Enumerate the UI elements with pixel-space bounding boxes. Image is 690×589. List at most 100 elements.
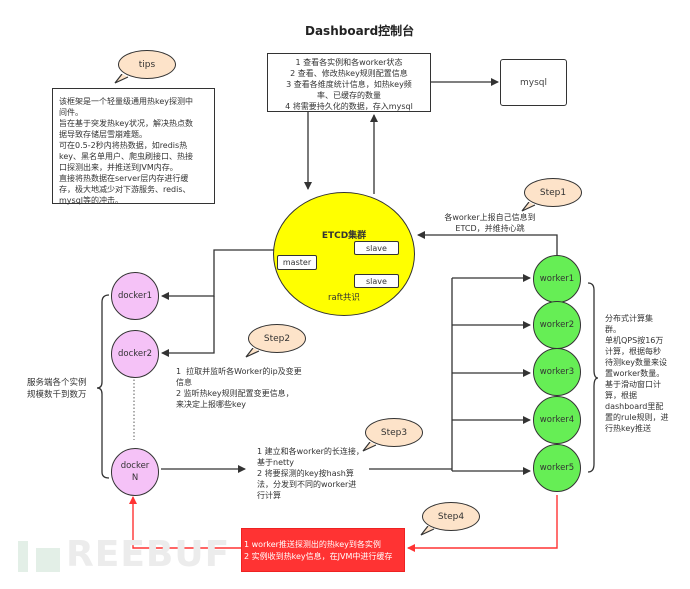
dockers-note-line: 服务端各个实例 bbox=[27, 378, 87, 388]
docker-node-1: docker1 bbox=[111, 272, 159, 320]
worker-node-1: worker1 bbox=[533, 255, 581, 303]
workers-note-line: dashboard里配 bbox=[605, 402, 664, 411]
step1-bubble-tail bbox=[521, 202, 536, 212]
workers-note-line: 算，根据 bbox=[605, 391, 637, 400]
worker-label: worker5 bbox=[539, 463, 575, 473]
workers-note-line: 计算，根据每秒 bbox=[605, 347, 661, 356]
slave-label: slave bbox=[366, 276, 387, 286]
dashboard-line: 4 将需要持久化的数据，存入mysql bbox=[285, 102, 413, 111]
step4-box: 1 worker推送探测出的热key到各实例 2 实例收到热key信息，在JVM… bbox=[241, 528, 405, 572]
workers-note-line: 群。 bbox=[605, 325, 621, 334]
step2-line: 2 监听热key规则配置变更信息， bbox=[176, 389, 294, 398]
step4-line: 1 worker推送探测出的热key到各实例 bbox=[244, 540, 381, 549]
etcd-master-node: master bbox=[277, 255, 317, 270]
etcd-title: ETCD集群 bbox=[321, 231, 367, 241]
step2-bubble: Step2 bbox=[248, 324, 306, 353]
step4-line: 2 实例收到热key信息，在JVM中进行缓存 bbox=[244, 552, 393, 561]
step2-line: 1 拉取并监听各Worker的ip及变更 bbox=[176, 367, 302, 376]
step1-line: ETCD，并维持心跳 bbox=[455, 224, 525, 233]
workers-note-line: 置的rule规则，进 bbox=[605, 413, 669, 422]
dashboard-line: 1 查看各实例和各worker状态 bbox=[295, 58, 403, 67]
tips-line: 可在0.5-2秒内将热数据，如redis热 bbox=[59, 141, 188, 150]
worker-node-3: worker3 bbox=[533, 348, 581, 396]
step2-note: 1 拉取并监听各Worker的ip及变更 信息 2 监听热key规则配置变更信息… bbox=[176, 366, 302, 410]
worker-label: worker1 bbox=[539, 274, 575, 284]
worker-label: worker3 bbox=[539, 367, 575, 377]
worker-label: worker4 bbox=[539, 415, 575, 425]
tips-line: 口探测出来，并推送到JVM内存。 bbox=[59, 163, 178, 172]
step3-line: 1 建立和各worker的长连接， bbox=[257, 447, 364, 456]
dashboard-box: 1 查看各实例和各worker状态 2 查看、修改热key规则配置信息 3 查看… bbox=[267, 53, 431, 112]
tips-line: 直接将热数据在server层内存进行缓 bbox=[59, 174, 189, 183]
docker-node-n: docker N bbox=[111, 448, 159, 496]
docker-label-n: N bbox=[131, 473, 139, 483]
workers-note-line: 行热key推送 bbox=[605, 424, 652, 433]
dockers-note: 服务端各个实例 规模数千到数万 bbox=[27, 377, 87, 401]
step1-line: 各worker上报自己信息到 bbox=[444, 213, 536, 222]
step2-bubble-tail bbox=[245, 348, 260, 358]
arrow-etcd-to-docker2 bbox=[161, 296, 215, 357]
dockers-note-line: 规模数千到数万 bbox=[27, 390, 87, 400]
mysql-label: mysql bbox=[520, 77, 547, 88]
step3-bubble: Step3 bbox=[365, 418, 423, 447]
step4-bubble: Step4 bbox=[422, 502, 480, 531]
step1-note: 各worker上报自己信息到 ETCD，并维持心跳 bbox=[440, 212, 540, 234]
watermark: REEBUF bbox=[66, 534, 231, 575]
tips-bubble-tail bbox=[114, 74, 129, 84]
etcd-slave-node: slave bbox=[354, 274, 399, 288]
arrow-worker-to-etcd bbox=[417, 231, 558, 257]
slave-label: slave bbox=[366, 243, 387, 253]
dockers-brace bbox=[96, 294, 110, 479]
dashboard-line: 2 查看、修改热key规则配置信息 bbox=[290, 69, 408, 78]
workers-brace bbox=[587, 282, 599, 473]
tips-bubble-label: tips bbox=[138, 59, 156, 70]
etcd-raft-label: raft共识 bbox=[328, 293, 360, 303]
workers-note-line: 分布式计算集 bbox=[605, 314, 653, 323]
docker-label: docker2 bbox=[117, 349, 153, 359]
etcd-cluster: ETCD集群 raft共识 bbox=[273, 192, 415, 316]
tips-box: 该框架是一个轻量级通用热key探测中 间件。 旨在基于突发热key状况，解决热点… bbox=[52, 88, 215, 205]
worker-node-4: worker4 bbox=[533, 396, 581, 444]
docker-node-2: docker2 bbox=[111, 330, 159, 378]
tips-line: 该框架是一个轻量级通用热key探测中 bbox=[59, 97, 194, 106]
dashboard-line: 3 查看各维度统计信息，如热key频 bbox=[286, 80, 412, 89]
tips-line: 存，极大地减少对下游服务、redis、 bbox=[59, 185, 191, 194]
arrow-etcd-to-docker1 bbox=[161, 249, 276, 300]
docker-label: docker1 bbox=[117, 291, 153, 301]
step1-label: Step1 bbox=[539, 187, 567, 198]
step3-line: 法，分发到不同的worker进 bbox=[257, 480, 357, 489]
tips-line: mysql等的冲击。 bbox=[59, 196, 123, 205]
workers-note-line: 待测key数量来设 bbox=[605, 358, 668, 367]
step2-line: 来决定上报哪些key bbox=[176, 400, 247, 409]
step2-line: 信息 bbox=[176, 378, 192, 387]
arrow-worker5-to-step4 bbox=[407, 495, 558, 552]
mysql-box: mysql bbox=[500, 59, 567, 106]
diagram-title: Dashboard控制台 bbox=[305, 24, 415, 38]
etcd-slave-node: slave bbox=[354, 241, 399, 255]
dashboard-line: 率、已缓存的数量 bbox=[317, 91, 381, 100]
arrow-step4-to-dockerN bbox=[129, 496, 241, 549]
step4-label: Step4 bbox=[437, 511, 465, 522]
workers-note-line: 单机QPS按16万 bbox=[605, 336, 664, 345]
watermark-logo-bar bbox=[36, 548, 60, 572]
worker-node-2: worker2 bbox=[533, 301, 581, 349]
master-label: master bbox=[282, 258, 312, 267]
tips-line: 旨在基于突发热key状况，解决热点数 bbox=[59, 119, 194, 128]
tips-bubble: tips bbox=[118, 50, 176, 79]
step2-label: Step2 bbox=[263, 333, 291, 344]
tips-line: 间件。 bbox=[59, 108, 83, 117]
step3-line: 基于netty bbox=[257, 458, 294, 467]
step3-label: Step3 bbox=[380, 427, 408, 438]
tips-line: 据导致存储层雪崩难题。 bbox=[59, 130, 147, 139]
step3-note: 1 建立和各worker的长连接， 基于netty 2 将要探测的key按has… bbox=[257, 446, 364, 501]
step3-line: 2 将要探测的key按hash算 bbox=[257, 469, 354, 478]
tips-line: key、黑名单用户、爬虫刷接口、热接 bbox=[59, 152, 194, 161]
step3-bubble-tail bbox=[362, 442, 377, 452]
worker-label: worker2 bbox=[539, 320, 575, 330]
step4-bubble-tail bbox=[420, 526, 435, 536]
workers-note-line: 置worker数量。 bbox=[605, 369, 665, 378]
step3-line: 行计算 bbox=[257, 491, 281, 500]
docker-label: docker bbox=[120, 461, 150, 471]
workers-note: 分布式计算集 群。 单机QPS按16万 计算，根据每秒 待测key数量来设 置w… bbox=[605, 313, 669, 434]
